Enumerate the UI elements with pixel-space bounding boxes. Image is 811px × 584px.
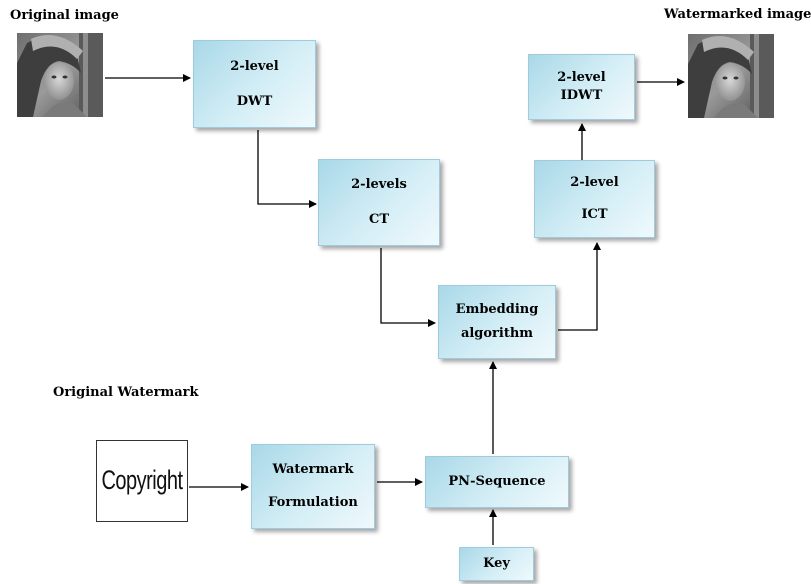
arrow-embedding-to-ict [558, 242, 601, 331]
original-watermark-label: Original Watermark [53, 385, 199, 400]
dwt-block: 2-level DWT [193, 40, 316, 128]
watermarked-image-label: Watermarked image [664, 7, 811, 22]
ict-block-line1: 2-level [570, 175, 619, 190]
idwt-block: 2-level IDWT [528, 54, 635, 120]
formulation-block-line2: Formulation [268, 495, 358, 511]
pn-sequence-block: PN-Sequence [425, 456, 569, 508]
arrow-dwt-to-ct [257, 130, 317, 208]
arrow-ct-to-embedding [380, 248, 436, 327]
ct-block-line2: CT [368, 211, 390, 227]
key-block: Key [459, 547, 534, 581]
idwt-block-line1: 2-level [557, 70, 606, 85]
copyright-watermark-card: Copyright [96, 440, 188, 522]
ct-block-line1: 2-levels [351, 177, 407, 193]
copyright-watermark-text: Copyright [101, 465, 183, 496]
embedding-block-line2: algorithm [460, 326, 534, 341]
watermarked-image-picture [688, 34, 774, 118]
original-image [17, 33, 103, 117]
dwt-block-line1: 2-level [230, 58, 279, 74]
watermark-formulation-block: Watermark Formulation [251, 444, 375, 529]
ict-block-line2: ICT [581, 207, 608, 222]
original-image-label: Original image [10, 8, 119, 23]
watermarked-image [688, 34, 774, 118]
ct-block: 2-levels CT [318, 159, 440, 246]
embedding-algorithm-block: Embedding algorithm [438, 285, 556, 359]
embedding-block-line1: Embedding [455, 302, 539, 317]
formulation-block-line1: Watermark [272, 461, 354, 477]
idwt-block-line2: IDWT [560, 88, 603, 103]
dwt-block-line2: DWT [236, 93, 273, 109]
key-block-label: Key [483, 556, 510, 571]
ict-block: 2-level ICT [534, 160, 655, 238]
original-image-picture [17, 33, 103, 117]
pn-sequence-block-label: PN-Sequence [448, 474, 546, 489]
